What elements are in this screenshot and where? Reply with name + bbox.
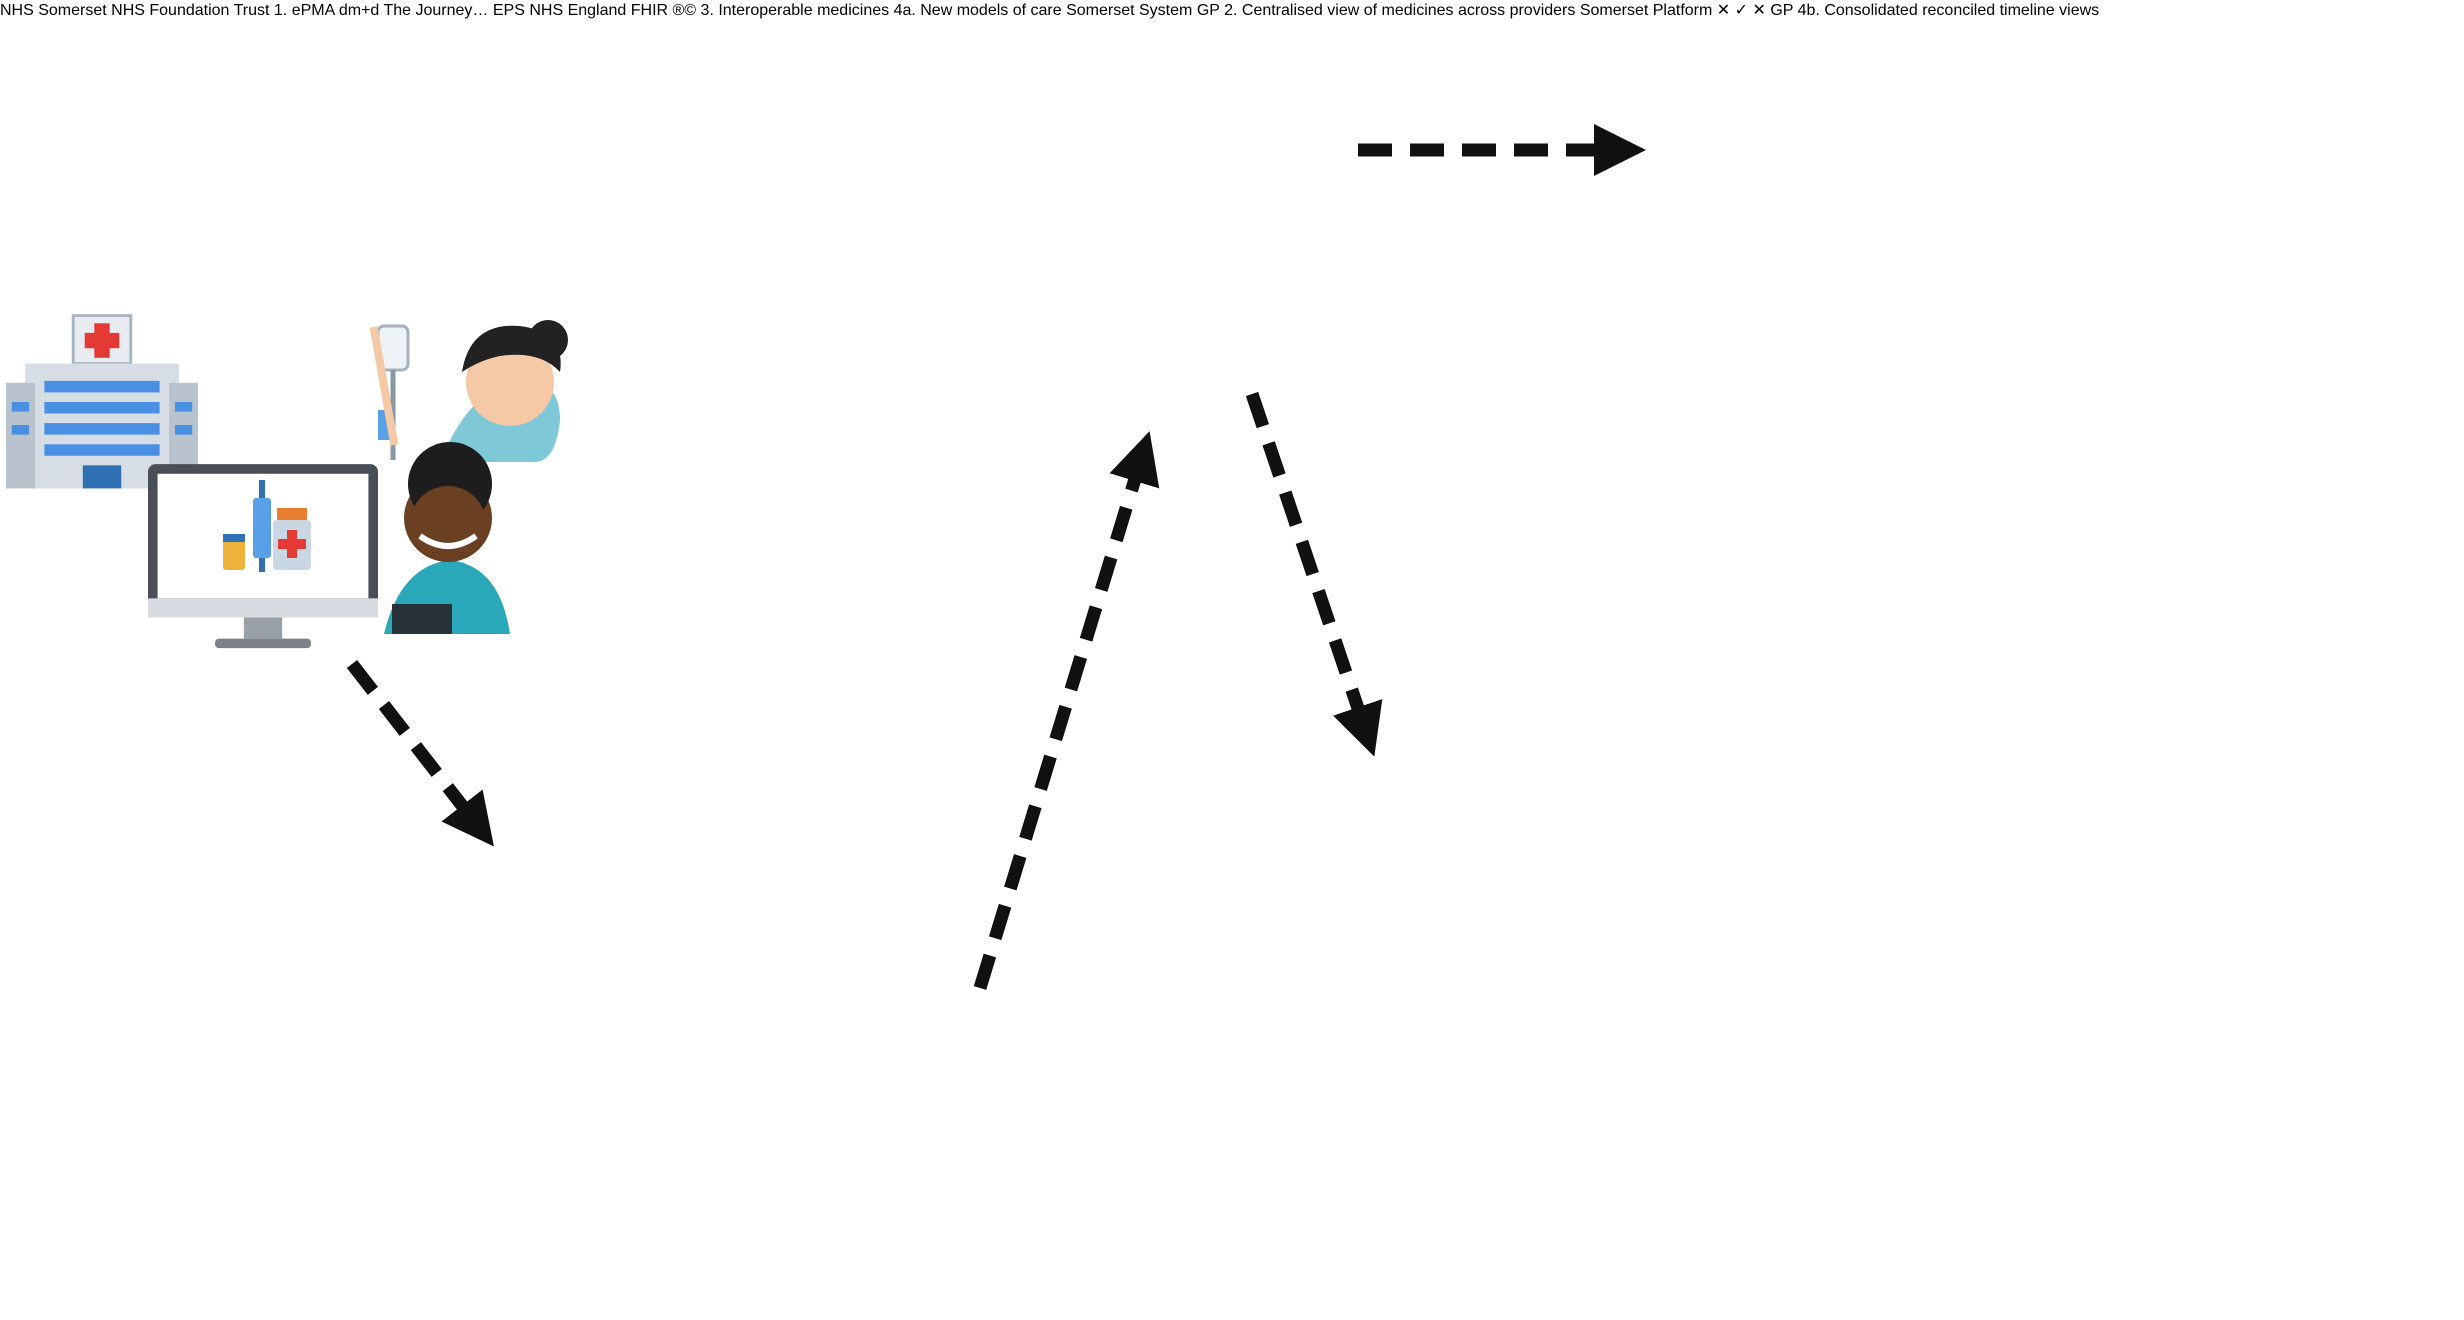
england-logo-text: England	[567, 2, 627, 19]
step4b-label-line2: reconciled timeline views	[1922, 2, 2100, 19]
arrow-centralised-to-interoperable	[973, 431, 1160, 990]
link-gp-to-centralised: GP 2. Centralised view of medicines acro…	[1197, 2, 2099, 19]
somerset-logo-text: Somerset	[38, 2, 107, 19]
platform-label-line1: Somerset	[1579, 2, 1649, 19]
ehr-small-monitor-icon: 3. Interoperable medicines	[701, 2, 2100, 19]
gp-icon: GP	[1770, 2, 1797, 19]
centralised-ehr-icon: GP 2. Centralised view of medicines acro…	[1197, 2, 2099, 19]
gp-label: GP	[1196, 2, 1220, 19]
nurse-icon	[369, 320, 568, 462]
flow-arrows	[346, 124, 1646, 990]
doctor-icon	[384, 442, 510, 634]
eps-logo-text: EPS	[492, 2, 525, 19]
eps-nhs-england-logo: EPS NHS England	[493, 2, 631, 19]
link-carehome-to-timeline: 4b. Consolidated reconciled timeline vie…	[1798, 2, 2100, 19]
nhs-somerset-logo: NHS Somerset NHS Foundation Trust	[0, 2, 274, 19]
hospital-icon	[6, 314, 198, 490]
care-home-icon: 2. Centralised view of medicines across …	[1224, 2, 2099, 19]
step3-label-line2: medicines	[817, 2, 890, 19]
step4a-pending-icon: GP 2. Centralised view of medicines acro…	[1197, 2, 2099, 19]
link-hospital-to-centralised: GP 2. Centralised view of medicines acro…	[1197, 2, 2099, 19]
step2-label-line2: medicines across providers	[1381, 2, 1576, 19]
step1-label: 1. ePMA	[273, 2, 335, 19]
nhs-england-badge-text: NHS	[529, 2, 564, 19]
link-gp-to-timeline: GP 4b. Consolidated reconciled timeline …	[1770, 2, 2099, 19]
hospital-icon: GP 2. Centralised view of medicines acro…	[1197, 2, 2099, 19]
link-ehr-to-interoperable: 3. Interoperable medicines	[701, 2, 2100, 19]
link-hospital-to-timeline: ✕ ✓ ✕ GP 4b. Consolidated reconciled tim…	[1717, 2, 2099, 19]
arrow-interoperable-to-timeline	[1245, 391, 1383, 757]
step2-label-line1: 2. Centralised view of	[1224, 2, 1378, 19]
fhir-trademark-text: ®©	[672, 2, 697, 19]
hospital-icon: ✕ ✓ ✕ GP 4b. Consolidated reconciled tim…	[1717, 2, 2099, 19]
trust-logo-text: NHS Foundation Trust	[111, 2, 270, 19]
platform-label-line2: Platform	[1652, 2, 1713, 19]
step4b-label-line1: 4b. Consolidated	[1797, 2, 1918, 19]
nhs-badge-text: NHS	[0, 2, 34, 19]
timeline-monitor-icon: ✕ ✓ ✕	[1716, 2, 1766, 19]
home-icon: 4a. New models of care Somerset System G…	[894, 2, 2100, 19]
interoperable-monitor-icon: 3. Interoperable medicines	[701, 2, 2100, 19]
dmd-logo-text: dm+d	[338, 2, 380, 19]
fhir-logo-text: FHIR	[630, 2, 669, 19]
step4a-system-label: Somerset System	[1066, 2, 1193, 19]
link-carehome-to-centralised: 2. Centralised view of medicines across …	[1224, 2, 2099, 19]
gp-icon: GP	[1197, 2, 1224, 19]
arrow-epma-to-centralised	[346, 660, 494, 847]
care-home-icon: 4b. Consolidated reconciled timeline vie…	[1798, 2, 2100, 19]
page-title: The Journey…	[383, 2, 489, 19]
fhir-logo: FHIR ®©	[631, 2, 701, 19]
interoperable-medicines-icon: 3. Interoperable medicines	[701, 2, 2100, 19]
step4a-label: 4a. New models of care	[893, 2, 1062, 19]
epma-cluster	[6, 314, 568, 649]
step3-label-line1: 3. Interoperable	[700, 2, 813, 19]
gp-label: GP	[1770, 2, 1794, 19]
flame-icon: FHIR ®©	[631, 2, 701, 19]
